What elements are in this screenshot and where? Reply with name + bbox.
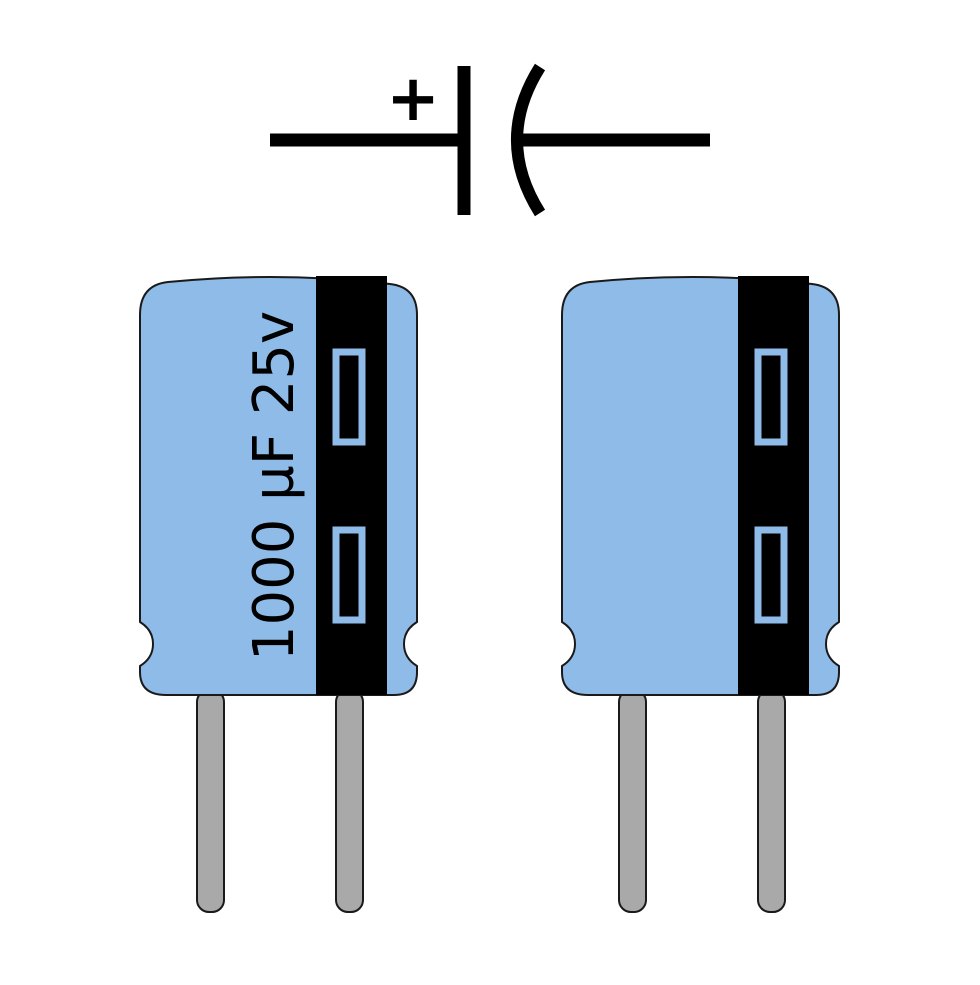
minus-mark-lower-right — [754, 526, 788, 624]
polarity-plus-sign: + — [386, 62, 440, 136]
capacitor-symbol-icon: + — [270, 62, 710, 217]
minus-mark-lower-left — [332, 526, 366, 624]
symbol-negative-plate — [511, 63, 546, 217]
minus-mark-upper-left — [332, 348, 366, 446]
lead-left-negative — [196, 689, 225, 913]
electrolytic-capacitor-right — [561, 275, 840, 913]
capacitor-rating-label: 1000 µF 25v — [242, 311, 307, 661]
lead-left-positive — [335, 689, 364, 913]
polarity-stripe-right — [738, 276, 809, 695]
electrolytic-capacitor-left: 1000 µF 25v — [139, 275, 418, 913]
minus-mark-upper-right — [754, 348, 788, 446]
lead-right-negative — [618, 689, 647, 913]
polarity-stripe-left — [316, 276, 387, 695]
lead-right-positive — [757, 689, 786, 913]
